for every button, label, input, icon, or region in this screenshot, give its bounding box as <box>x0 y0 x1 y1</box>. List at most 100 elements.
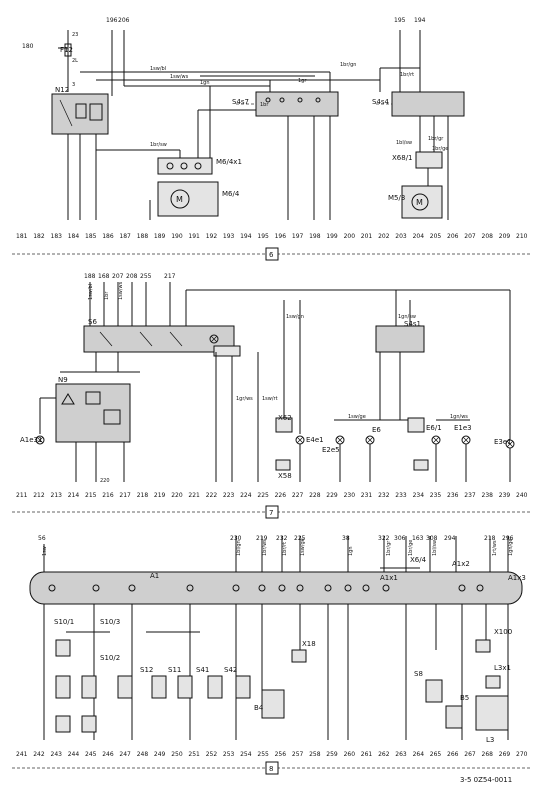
switch-S4s1 <box>375 325 425 353</box>
wire-reference: 207 <box>112 273 124 280</box>
column-number: 240 <box>516 492 528 499</box>
column-number: 256 <box>275 751 287 758</box>
section-marker: 7 <box>269 509 273 517</box>
wire-code: 1gn/sw <box>398 314 416 320</box>
column-number: 183 <box>51 233 63 240</box>
wire-code: 1br/gn <box>340 62 356 68</box>
wire-reference: 294 <box>444 535 456 542</box>
wire-reference: 208 <box>126 273 138 280</box>
connector-L3x1 <box>485 675 501 689</box>
column-number: 267 <box>464 751 476 758</box>
wire-reference: 322 <box>378 535 390 542</box>
wire-reference: 217 <box>164 273 176 280</box>
connector-X18 <box>291 649 307 663</box>
component-label: S4s4 <box>372 98 390 106</box>
column-number: 232 <box>378 492 390 499</box>
switch-S8 <box>425 679 443 703</box>
wire-code: 1gn <box>348 546 354 556</box>
wire-code: 1br <box>260 102 269 108</box>
connector-X68/1 <box>415 151 443 169</box>
svg-text:M: M <box>176 195 183 204</box>
column-number: 224 <box>240 492 252 499</box>
section-markers: 678 <box>265 247 279 775</box>
wire-code: 1gr/ws <box>236 396 253 402</box>
column-number: 213 <box>51 492 63 499</box>
column-number: 190 <box>171 233 183 240</box>
column-number: 188 <box>137 233 149 240</box>
component-label: M6/4x1 <box>216 158 242 166</box>
column-number: 196 <box>275 233 287 240</box>
wire-code: 1sw/ws <box>170 74 189 80</box>
wire-reference: 230 <box>230 535 242 542</box>
wire-reference: 180 <box>22 43 34 50</box>
column-number: 215 <box>85 492 97 499</box>
column-number: 248 <box>137 751 149 758</box>
wire-code: 1gn <box>200 80 210 86</box>
wire-reference: 168 <box>98 273 110 280</box>
column-number: 200 <box>344 233 356 240</box>
column-number: 197 <box>292 233 304 240</box>
wire-reference: 255 <box>140 273 152 280</box>
column-number: 259 <box>326 751 338 758</box>
column-number: 242 <box>33 751 45 758</box>
column-number: 261 <box>361 751 373 758</box>
wire-code: 220 <box>100 478 110 484</box>
component-label: S12 <box>140 666 153 674</box>
column-number: 223 <box>223 492 235 499</box>
lamp-A1e31 <box>35 435 45 445</box>
component-label: A1 <box>150 572 159 580</box>
column-number: 226 <box>275 492 287 499</box>
column-number: 266 <box>447 751 459 758</box>
column-number: 219 <box>154 492 166 499</box>
wire-reference: 206 <box>118 17 130 24</box>
column-number: 193 <box>223 233 235 240</box>
component-label: N12 <box>55 86 69 94</box>
column-number: 225 <box>257 492 269 499</box>
column-number: 186 <box>102 233 114 240</box>
wire-code: 1bl/sw <box>396 140 412 146</box>
wire-reference: 219 <box>256 535 268 542</box>
wire-code: 1sw/rt <box>262 396 278 402</box>
column-number: 184 <box>68 233 80 240</box>
svg-text:M: M <box>416 198 423 207</box>
column-number: 208 <box>482 233 494 240</box>
drawing-code: 3-5 0Z54-0011 <box>460 776 512 784</box>
column-number: 221 <box>188 492 200 499</box>
component-label: S4s7 <box>232 98 249 106</box>
column-number: 181 <box>16 233 28 240</box>
column-number: 212 <box>33 492 45 499</box>
component-label: S10/1 <box>54 618 74 626</box>
wire-reference: 232 <box>276 535 288 542</box>
column-number: 194 <box>240 233 252 240</box>
wire-reference: 188 <box>84 273 96 280</box>
component-label: M5/3 <box>388 194 405 202</box>
column-number: 231 <box>361 492 373 499</box>
component-label: S6 <box>88 318 97 326</box>
wire-code: 1sw/ge <box>300 538 306 556</box>
section-marker: 6 <box>269 251 274 259</box>
column-number: 260 <box>344 751 356 758</box>
wire-code: 1gr <box>298 78 307 84</box>
column-number: 209 <box>499 233 511 240</box>
component-label: S10/3 <box>100 618 120 626</box>
column-number: 268 <box>482 751 494 758</box>
component-label: E4e1 <box>306 436 324 444</box>
column-number: 187 <box>119 233 131 240</box>
wire-reference: 195 <box>394 17 406 24</box>
wire-code: 1br/sw <box>150 142 167 148</box>
column-number: 236 <box>447 492 459 499</box>
component-label: L3 <box>486 736 494 744</box>
column-number: 207 <box>464 233 476 240</box>
column-number: 222 <box>206 492 218 499</box>
component-label: F12 <box>60 46 73 54</box>
wire-reference: 196 <box>106 17 118 24</box>
column-number: 202 <box>378 233 390 240</box>
component-label: S41 <box>196 666 209 674</box>
component-label: S11 <box>168 666 181 674</box>
column-number: 191 <box>188 233 200 240</box>
wire-code: 1bl/sw <box>432 540 438 556</box>
column-number: 244 <box>68 751 80 758</box>
column-number: 211 <box>16 492 28 499</box>
wire-code: 1gn/ws <box>450 414 468 420</box>
